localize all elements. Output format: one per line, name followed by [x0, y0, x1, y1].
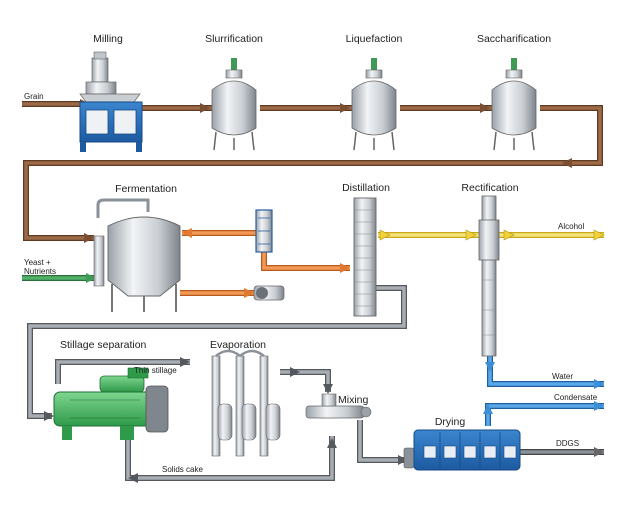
mixer — [305, 393, 372, 419]
ddgs-arrow — [594, 447, 604, 457]
orange-lines — [180, 230, 350, 296]
label-evaporation: Evaporation — [210, 339, 266, 351]
label-grain: Grain — [24, 92, 44, 101]
stage-labels: Milling Slurrification Liquefaction Sacc… — [60, 33, 551, 428]
evaporator-units — [211, 349, 281, 457]
label-saccharification: Saccharification — [477, 33, 551, 45]
label-slurrification: Slurrification — [205, 33, 263, 45]
label-fermentation: Fermentation — [115, 183, 177, 195]
orange-arrows — [182, 228, 350, 298]
stream-labels: Grain Yeast + Nutrients Alcohol Water Co… — [24, 92, 598, 474]
label-distillation: Distillation — [342, 182, 390, 194]
stillage-arrows — [44, 357, 408, 483]
nutrients-arrow — [86, 273, 96, 283]
label-drying: Drying — [435, 416, 466, 428]
rectification-column — [478, 195, 500, 357]
label-ddgs: DDGS — [556, 439, 579, 448]
label-rectification: Rectification — [461, 182, 518, 194]
heat-exchanger — [255, 209, 273, 253]
stillage-lines — [27, 285, 408, 481]
label-condensate: Condensate — [554, 393, 598, 402]
mill-equipment — [79, 51, 143, 152]
label-milling: Milling — [93, 33, 123, 45]
mash-line — [22, 101, 603, 241]
fermentation-tank — [93, 198, 181, 312]
alcohol-arrows — [379, 229, 605, 241]
distillation-column — [353, 197, 377, 317]
label-mixing: Mixing — [338, 394, 369, 406]
liquefaction-tank — [351, 58, 397, 151]
saccharification-tank — [491, 58, 537, 151]
decanter-centrifuge — [53, 367, 169, 440]
pump — [253, 285, 285, 301]
label-stillage-separation: Stillage separation — [60, 339, 147, 351]
label-nutrients: Nutrients — [24, 267, 56, 276]
water-arrows — [483, 362, 604, 414]
label-thin-stillage: Thin stillage — [134, 366, 177, 375]
label-yeast: Yeast + — [24, 258, 51, 267]
dryer — [403, 429, 521, 471]
label-solids-cake: Solids cake — [162, 465, 203, 474]
slurrification-tank — [211, 58, 257, 151]
label-water: Water — [552, 372, 573, 381]
label-alcohol: Alcohol — [558, 222, 584, 231]
label-liquefaction: Liquefaction — [346, 33, 403, 45]
